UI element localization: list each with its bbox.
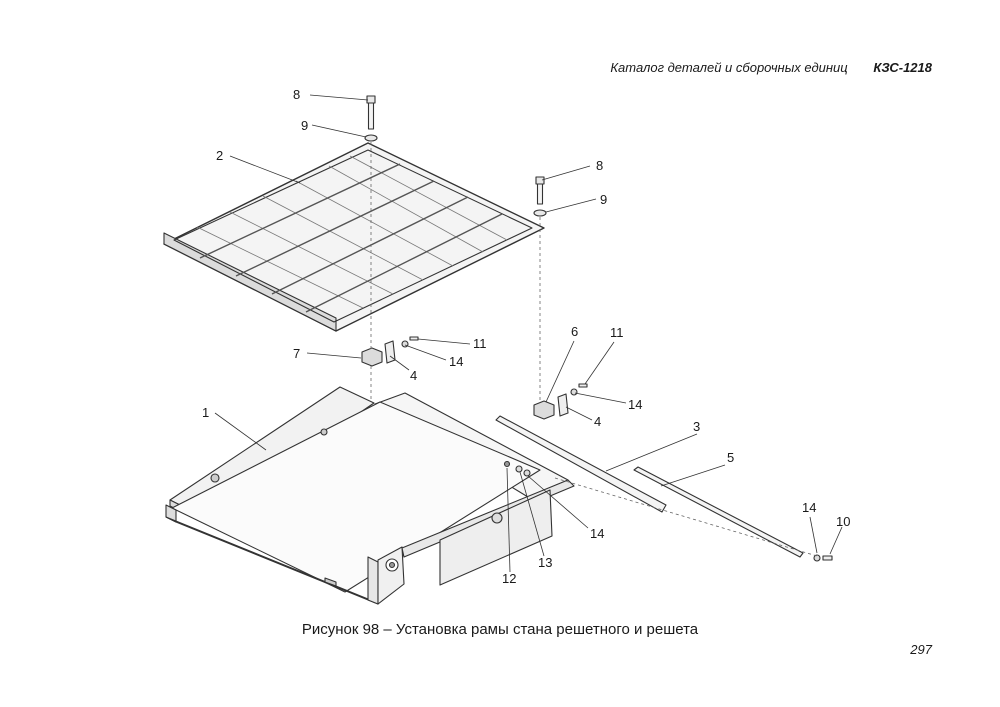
callout-labels: 8 9 2 8 9 7 4 11 14 6 11 14 4 1 3 5 14 1… [202, 87, 850, 586]
callout-4-left: 4 [410, 368, 417, 383]
assembly-lines [370, 142, 818, 557]
page-number: 297 [910, 642, 932, 657]
callout-14-bottom: 14 [590, 526, 604, 541]
figure-caption: Рисунок 98 – Установка рамы стана решетн… [301, 621, 699, 638]
callout-6: 6 [571, 324, 578, 339]
callout-9-left: 9 [301, 118, 308, 133]
callout-9-right: 9 [600, 192, 607, 207]
callout-14-right: 14 [802, 500, 816, 515]
rod-5 [633, 466, 804, 558]
bolt-left [364, 95, 378, 142]
sieve [163, 142, 545, 332]
callout-12: 12 [502, 571, 516, 586]
bar-3 [495, 415, 667, 513]
callout-2: 2 [216, 148, 223, 163]
bracket-right [533, 383, 588, 420]
bolt-right [533, 176, 547, 217]
callout-8-right: 8 [596, 158, 603, 173]
callout-14-left: 14 [449, 354, 463, 369]
page-header: Каталог деталей и сборочных единиц КЗС-1… [610, 60, 932, 75]
callout-1: 1 [202, 405, 209, 420]
leader-lines [214, 94, 843, 573]
model-name: КЗС-1218 [873, 60, 932, 75]
callout-14-mid: 14 [628, 397, 642, 412]
sieve-crossbars [199, 163, 503, 313]
callout-13: 13 [538, 555, 552, 570]
catalog-title: Каталог деталей и сборочных единиц [610, 60, 848, 75]
bracket-left [361, 336, 419, 367]
callout-8-left: 8 [293, 87, 300, 102]
callout-3: 3 [693, 419, 700, 434]
callout-10: 10 [836, 514, 850, 529]
callout-11-left: 11 [473, 336, 487, 351]
callout-4-right: 4 [594, 414, 601, 429]
callout-7: 7 [293, 346, 300, 361]
callout-5: 5 [727, 450, 734, 465]
callout-11-right: 11 [610, 325, 624, 340]
